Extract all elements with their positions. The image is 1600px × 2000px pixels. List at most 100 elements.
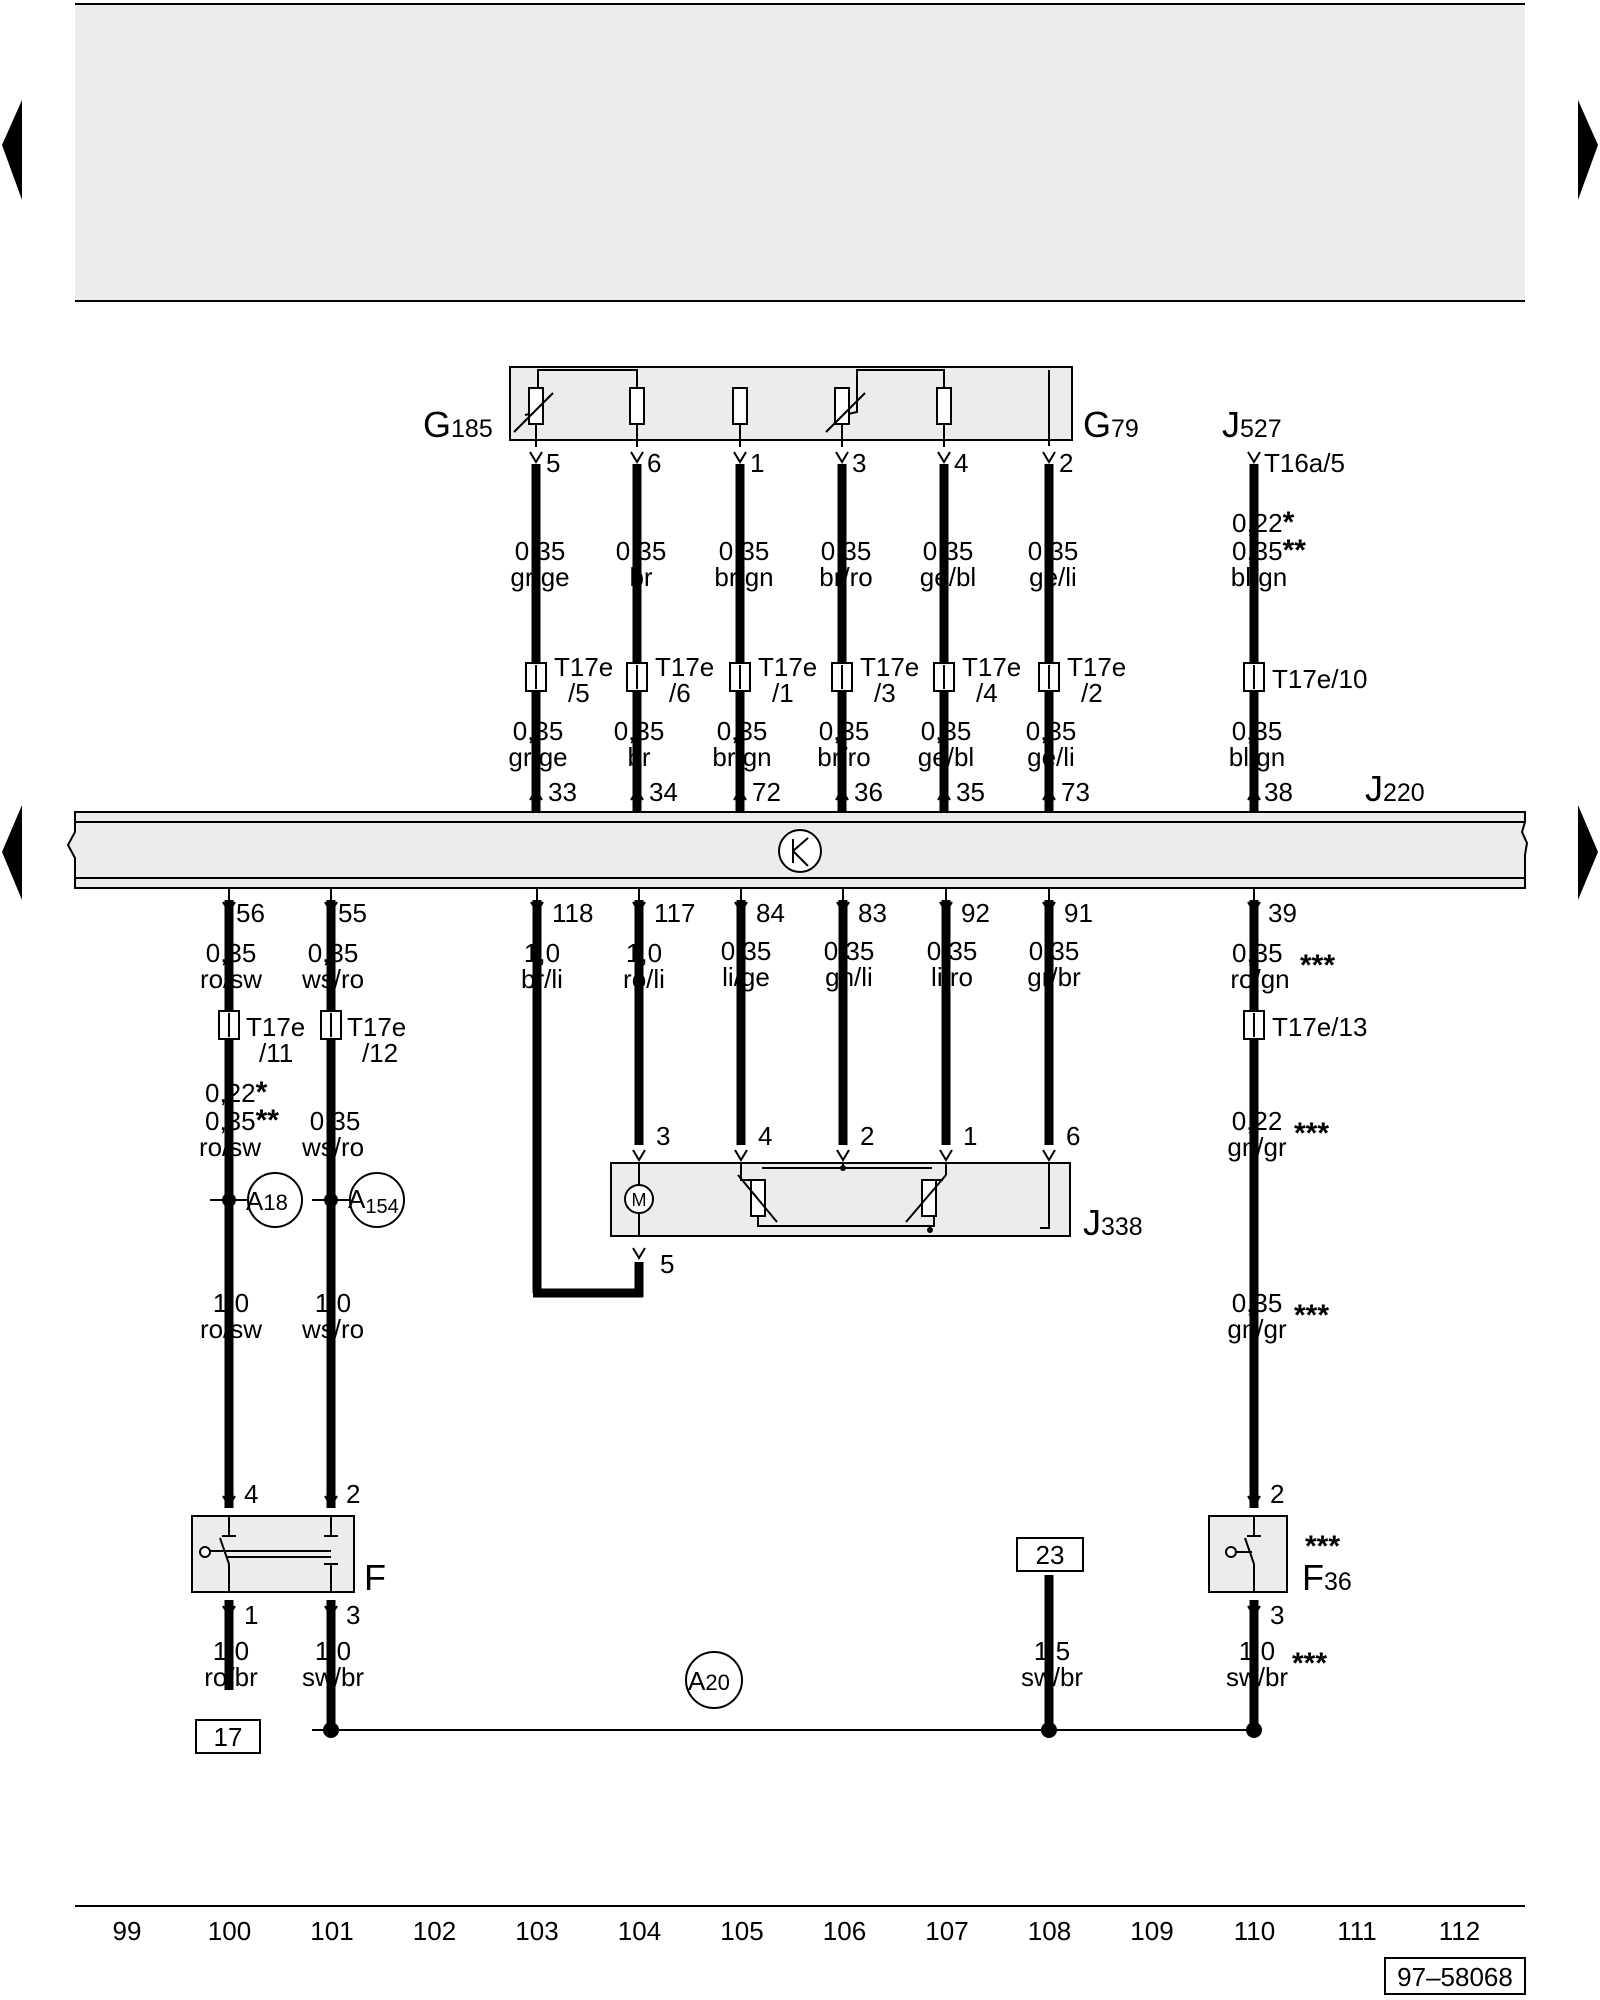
node-a18-label: A18: [246, 1186, 288, 1216]
connector-label: T17e: [962, 652, 1021, 682]
scale-label: 109: [1130, 1916, 1173, 1946]
sensor-pin-label: 2: [1059, 448, 1073, 478]
g79-label: G79: [1083, 404, 1139, 445]
j527-connector2-label: T17e/10: [1272, 664, 1367, 694]
switch-f-pin-2: 2: [346, 1479, 360, 1509]
pin-arrow-j220: [733, 788, 747, 801]
sensor-pin-label: 1: [750, 448, 764, 478]
node-a20: [685, 1651, 743, 1709]
w55-size2: 0,35: [310, 1106, 361, 1136]
switch-f36-label: F36: [1302, 1557, 1352, 1598]
j527-connector-label: T16a/5: [1264, 448, 1345, 478]
switch-f-pin-3: 3: [346, 1600, 360, 1630]
j527-wire: T16a/5 0,22* 0,35** bl/gn T17e/10 0,35 b…: [1229, 448, 1367, 812]
w39-size3: 0,35: [1232, 1288, 1283, 1318]
prev-page-arrow-icon[interactable]: [2, 100, 22, 200]
control-unit-symbol-icon: [778, 829, 822, 873]
j527-size2: 0,35: [1232, 716, 1283, 746]
w117-size: 1,0: [626, 938, 662, 968]
ref-box-23[interactable]: [1016, 1537, 1084, 1572]
bottom-wire-group: 56 55 0,35 ro/sw 0,35 ws/ro T17e /11 T17…: [191, 888, 1367, 1754]
w117-color: ro/li: [623, 964, 665, 994]
j220-pin-56: 56: [236, 898, 265, 928]
w55-color2: ws/ro: [301, 1132, 364, 1162]
w56-size2b: 0,35**: [205, 1104, 279, 1137]
connector-label: T17e: [758, 652, 817, 682]
connector-pin: /6: [669, 678, 691, 708]
w39-size: 0,35: [1232, 938, 1283, 968]
w56-size3: 1,0: [213, 1288, 249, 1318]
doc-ref-box: [1384, 1957, 1526, 1995]
pin-arrow-j220: [1042, 788, 1056, 801]
j220-control-unit: [66, 811, 1529, 889]
j527-size-a: 0,22*: [1232, 506, 1295, 539]
j338-pin-2: 2: [860, 1121, 874, 1151]
prev-sheet-arrow-icon[interactable]: [2, 805, 22, 900]
wire-color-2: br: [627, 742, 650, 772]
w83-size: 0,35: [824, 936, 875, 966]
wire-size: 0,35: [616, 536, 667, 566]
w39-mark2: ***: [1294, 1117, 1329, 1150]
j220-pin-84: 84: [756, 898, 785, 928]
wire-color: br/ro: [819, 562, 872, 592]
w55-size: 0,35: [308, 938, 359, 968]
w39-color2: gn/gr: [1227, 1132, 1287, 1162]
switch-f-pin-4: 4: [244, 1479, 258, 1509]
ground-left1-color: ro/br: [204, 1662, 258, 1692]
w56-connector-pin: /11: [259, 1038, 293, 1068]
switch-f-label: F: [364, 1557, 386, 1598]
ref-17-label: 17: [214, 1722, 243, 1752]
scale-label: 102: [413, 1916, 456, 1946]
node-a18: [247, 1172, 303, 1228]
j338-label: J338: [1083, 1202, 1143, 1243]
j220-pin: 35: [956, 777, 985, 807]
ground-right-size: 1,0: [1239, 1636, 1275, 1666]
wire-size-2: 0,35: [614, 716, 665, 746]
w55-size3: 1,0: [315, 1288, 351, 1318]
j220-pin: 33: [548, 777, 577, 807]
sensor-pin-label: 6: [647, 448, 661, 478]
connector-label: T17e: [554, 652, 613, 682]
j338-pin-6: 6: [1066, 1121, 1080, 1151]
switch-f: [191, 1515, 355, 1593]
scale-label: 105: [720, 1916, 763, 1946]
wire-size: 0,35: [719, 536, 770, 566]
doc-ref-label: 97–58068: [1397, 1962, 1513, 1992]
header-panel: [75, 4, 1525, 301]
w56-size2a: 0,22*: [205, 1076, 268, 1109]
w91-size: 0,35: [1029, 936, 1080, 966]
j338-pin-3: 3: [656, 1121, 670, 1151]
f36-note: ***: [1305, 1530, 1340, 1563]
wire-color-2: ge/li: [1027, 742, 1075, 772]
w83-color: gn/li: [825, 962, 873, 992]
next-page-arrow-icon[interactable]: [1578, 100, 1598, 200]
j527-color2: bl/gn: [1229, 742, 1285, 772]
wire-size: 0,35: [923, 536, 974, 566]
w39-mark3: ***: [1294, 1299, 1329, 1332]
scale-label: 100: [208, 1916, 251, 1946]
next-sheet-arrow-icon[interactable]: [1578, 805, 1598, 900]
wire-size-2: 0,35: [819, 716, 870, 746]
j338-pin-4: 4: [758, 1121, 772, 1151]
w55-color3: ws/ro: [301, 1314, 364, 1344]
wire-size: 0,35: [515, 536, 566, 566]
sensor-pin-label: 5: [546, 448, 560, 478]
j220-label: J220: [1365, 768, 1425, 809]
j220-pin-92: 92: [961, 898, 990, 928]
switch-f36-pin-2: 2: [1270, 1479, 1284, 1509]
ground-right-mark: ***: [1292, 1647, 1327, 1680]
w118-color: br/li: [521, 964, 563, 994]
connector-pin: /2: [1081, 678, 1103, 708]
sensor-g185-g79: [509, 366, 1073, 447]
wire-size-2: 0,35: [717, 716, 768, 746]
w39-color3: gn/gr: [1227, 1314, 1287, 1344]
scale-label: 101: [310, 1916, 353, 1946]
ref-box-17[interactable]: [195, 1719, 261, 1754]
pin-arrow-j220: [529, 788, 543, 801]
j220-pin: 72: [752, 777, 781, 807]
pin-arrow: [1042, 451, 1056, 464]
